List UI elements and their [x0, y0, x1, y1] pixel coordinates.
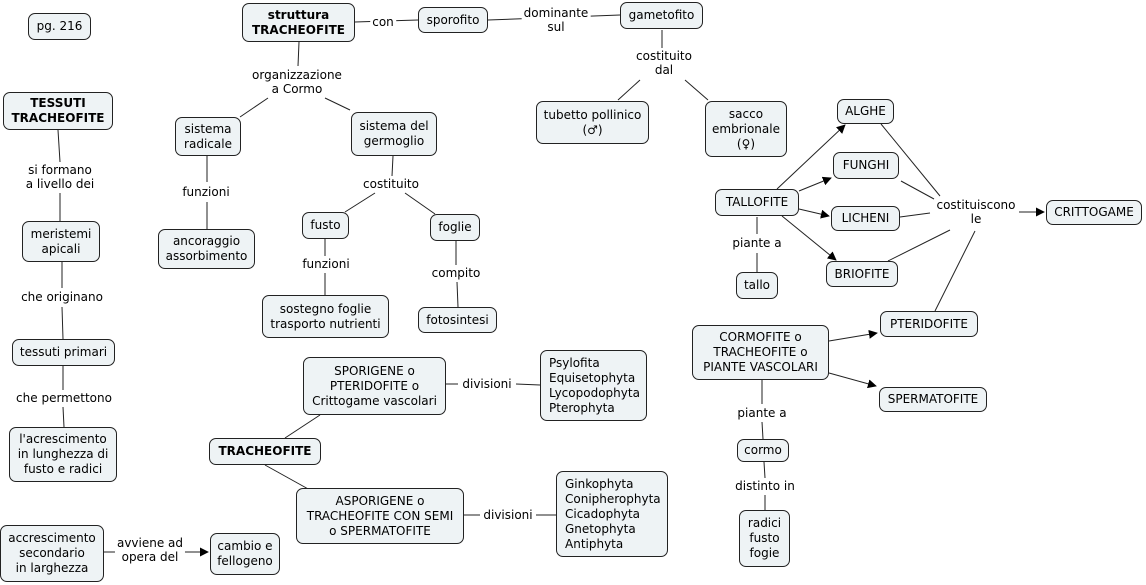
- page-number-node: pg. 216: [28, 13, 91, 40]
- sporigene-node: SPORIGENE o PTERIDOFITE o Crittogame vas…: [303, 357, 446, 415]
- fusto-node: fusto: [302, 212, 349, 239]
- link-label-divisioni-sporigene: divisioni: [460, 376, 514, 392]
- fotosintesi-node: fotosintesi: [418, 307, 497, 333]
- tubetto-pollinico-node: tubetto pollinico (♂): [536, 101, 649, 144]
- link-label-dominante: dominante sul: [521, 5, 591, 35]
- link-label-che-originano: che originano: [19, 289, 105, 305]
- link-label-costituiscono: costituiscono le: [934, 197, 1018, 227]
- ancoraggio-assorbimento-node: ancoraggio assorbimento: [158, 229, 255, 269]
- spermatofite-node: SPERMATOFITE: [879, 387, 987, 412]
- link-label-costituito-dal: costituito dal: [634, 48, 694, 78]
- link-label-funzioni-radicale: funzioni: [180, 184, 232, 200]
- tessuti-primari-node: tessuti primari: [12, 339, 115, 366]
- sistema-radicale-node: sistema radicale: [175, 117, 241, 156]
- crittogame-node: CRITTOGAME: [1046, 200, 1142, 225]
- link-label-avviene: avviene ad opera del: [114, 535, 186, 565]
- cormo-node: cormo: [737, 439, 789, 462]
- briofite-node: BRIOFITE: [826, 261, 898, 287]
- struttura-tracheofite-node: struttura TRACHEOFITE: [242, 3, 355, 42]
- sacco-embrionale-node: sacco embrionale (♀): [705, 101, 787, 157]
- alghe-node: ALGHE: [837, 99, 894, 124]
- sostegno-trasporto-node: sostegno foglie trasporto nutrienti: [262, 295, 389, 338]
- link-label-si-formano: si formano a livello dei: [23, 162, 97, 192]
- link-label-con: con: [370, 14, 396, 30]
- tallo-node: tallo: [736, 272, 778, 299]
- accrescimento-lunghezza-node: l'acrescimento in lunghezza di fusto e r…: [9, 427, 117, 482]
- pteridofite-node: PTERIDOFITE: [880, 311, 978, 337]
- sistema-germoglio-node: sistema del germoglio: [351, 112, 437, 156]
- link-label-organizzazione: organizzazione a Cormo: [250, 67, 344, 97]
- meristemi-apicali-node: meristemi apicali: [22, 221, 100, 262]
- pteridofite-divisions-node: Psylofita Equisetophyta Lycopodophyta Pt…: [540, 350, 647, 421]
- link-label-funzioni-fusto: funzioni: [300, 256, 352, 272]
- gametofito-node: gametofito: [620, 2, 703, 29]
- link-label-piante-a-cormo: piante a: [735, 405, 789, 421]
- radici-fusto-fogie-node: radici fusto fogie: [739, 510, 790, 567]
- tessuti-tracheofite-node: TESSUTI TRACHEOFITE: [3, 92, 113, 130]
- accrescimento-secondario-node: accrescimento secondario in larghezza: [0, 525, 104, 582]
- cambio-fellogeno-node: cambio e fellogeno: [210, 533, 280, 575]
- link-label-piante-a-tallo: piante a: [730, 235, 784, 251]
- tracheofite-node: TRACHEOFITE: [209, 438, 321, 465]
- foglie-node: foglie: [430, 214, 480, 241]
- licheni-node: LICHENI: [831, 206, 900, 231]
- cormofite-node: CORMOFITE o TRACHEOFITE o PIANTE VASCOLA…: [692, 325, 829, 380]
- link-label-compito: compito: [429, 265, 483, 281]
- link-label-distinto-in: distinto in: [733, 478, 797, 494]
- spermatofite-divisions-node: Ginkophyta Conipherophyta Cicadophyta Gn…: [556, 471, 668, 557]
- tallofite-node: TALLOFITE: [715, 189, 799, 216]
- link-label-costituito: costituito: [361, 176, 421, 192]
- asporigene-node: ASPORIGENE o TRACHEOFITE CON SEMI o SPER…: [296, 488, 464, 544]
- sporofito-node: sporofito: [418, 7, 488, 33]
- link-label-che-permettono: che permettono: [14, 390, 114, 406]
- link-label-divisioni-asporigene: divisioni: [481, 507, 535, 523]
- funghi-node: FUNGHI: [833, 152, 899, 179]
